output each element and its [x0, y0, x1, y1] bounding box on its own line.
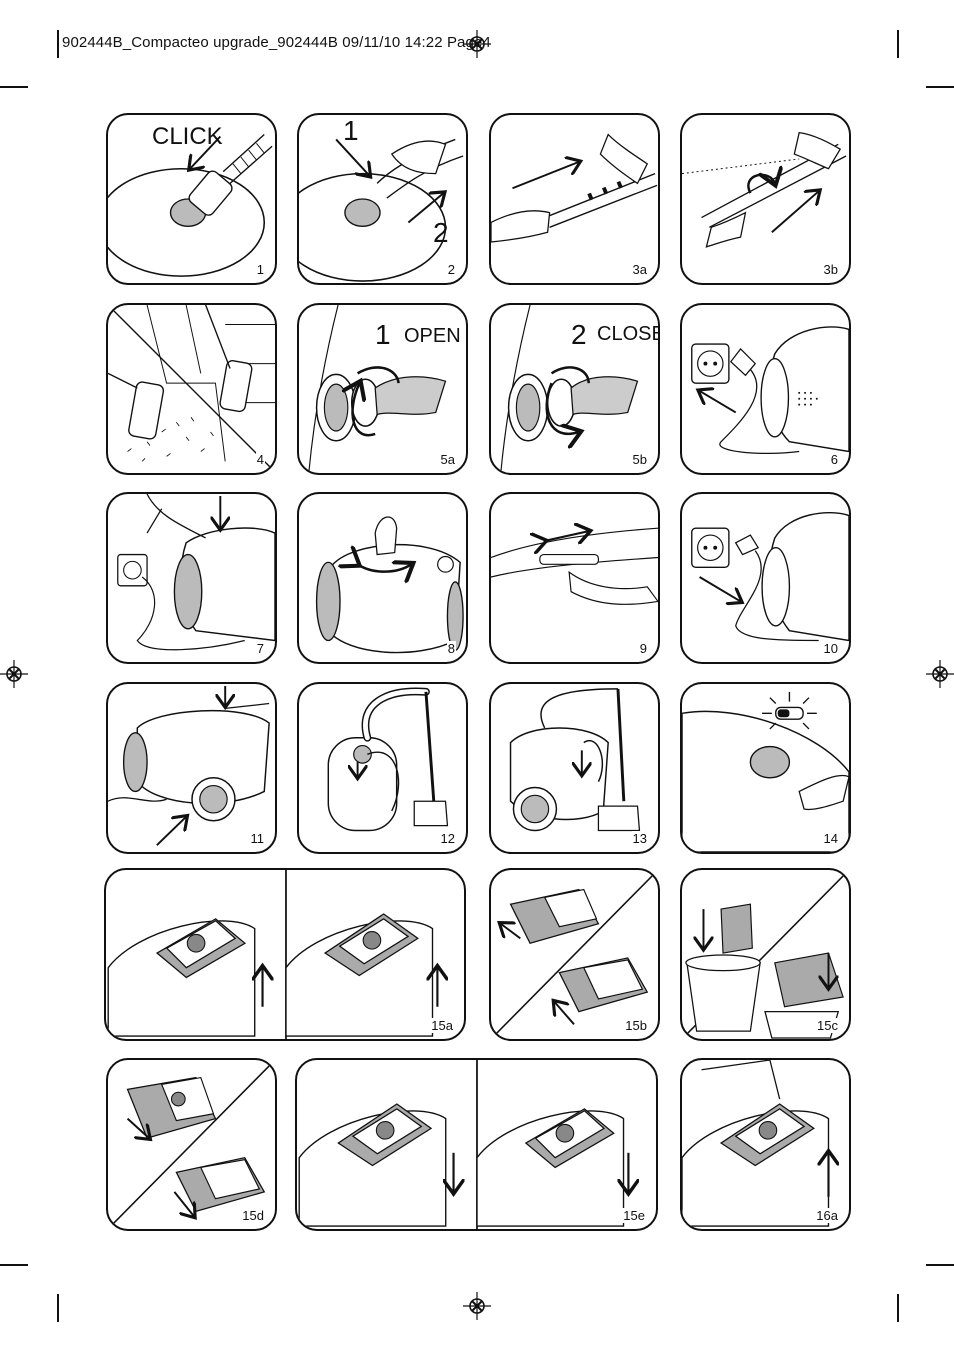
- registration-mark-icon: [463, 1292, 491, 1320]
- bag-full-indicator-illustration: [682, 691, 849, 852]
- cover-close-illustration: [682, 1060, 849, 1227]
- panel-number: 8: [446, 641, 456, 656]
- panel-11: 11: [106, 682, 277, 854]
- panel-number: 1: [255, 262, 265, 277]
- tube-parking-illustration: [509, 688, 641, 832]
- upright-storage-illustration: [327, 687, 449, 832]
- panel-10: 10: [680, 492, 851, 664]
- handle-slider-illustration: [491, 494, 658, 605]
- panel-15c: 15c: [680, 868, 851, 1041]
- close-caption: CLOSE: [597, 323, 660, 345]
- panel-number: 12: [439, 831, 456, 846]
- click-caption: CLICK: [152, 123, 223, 150]
- panel-number: 15a: [430, 1018, 454, 1033]
- panel-number: 3b: [822, 262, 839, 277]
- bag-insert-illustration: [298, 1060, 656, 1229]
- panel-15a: 15a: [104, 868, 466, 1041]
- panel-number: 3a: [631, 262, 648, 277]
- panel-13: 13: [489, 682, 660, 854]
- panel-number: 14: [822, 831, 839, 846]
- panel-number: 9: [638, 641, 648, 656]
- crop-mark-icon: [57, 30, 59, 58]
- cord-rewind-illustration: [108, 685, 270, 846]
- panel-number: 15b: [624, 1018, 648, 1033]
- step-number: 2: [571, 319, 587, 350]
- crop-mark-icon: [897, 30, 899, 58]
- panel-12: 12: [297, 682, 468, 854]
- panel-number: 4: [255, 452, 265, 467]
- registration-mark-icon: [0, 660, 28, 688]
- panel-number: 11: [249, 831, 265, 846]
- foot-switch-on-illustration: [117, 494, 275, 651]
- registration-mark-icon: [463, 30, 491, 58]
- panel-3b: 3b: [680, 113, 851, 285]
- panel-3a: 3a: [489, 113, 660, 285]
- print-slug: 902444B_Compacteo upgrade_902444B 09/11/…: [62, 34, 491, 51]
- bag-removal-illustration: [107, 870, 464, 1039]
- panel-number: 5b: [631, 452, 648, 467]
- telescopic-tube-extend-illustration: [491, 133, 658, 243]
- power-plug-remove-illustration: [691, 511, 849, 642]
- panel-number: 16a: [815, 1208, 839, 1223]
- panel-2: 1 2 2: [297, 113, 468, 285]
- crop-mark-icon: [926, 86, 954, 88]
- power-dial-adjust-illustration: [315, 516, 464, 654]
- panel-7: 7: [106, 492, 277, 664]
- panel-15d: 15d: [106, 1058, 277, 1231]
- panel-5a: 1 OPEN 5a: [297, 303, 468, 475]
- suction-regulator-open-illustration: [308, 305, 447, 473]
- panel-4: 4: [106, 303, 277, 475]
- panel-number: 15d: [241, 1208, 265, 1223]
- panel-number: 15e: [622, 1208, 646, 1223]
- bag-disposal-illustration: [682, 870, 849, 1039]
- panel-number: 13: [631, 831, 648, 846]
- open-caption: OPEN: [404, 325, 461, 347]
- crop-mark-icon: [926, 1264, 954, 1266]
- crop-mark-icon: [57, 1294, 59, 1322]
- telescopic-tube-lock-illustration: [682, 131, 847, 248]
- panel-9: 9: [489, 492, 660, 664]
- step-2-label: 2: [433, 217, 449, 248]
- panel-number: 15c: [816, 1018, 839, 1033]
- panel-1: CLICK 1: [106, 113, 277, 285]
- step-number: 1: [375, 319, 391, 350]
- vacuum-hose-release-illustration: [299, 138, 464, 282]
- panel-5b: 2 CLOSE 5b: [489, 303, 660, 475]
- panel-15e: 15e: [295, 1058, 658, 1231]
- power-plug-insert-illustration: [691, 326, 849, 455]
- crop-mark-icon: [897, 1294, 899, 1322]
- panel-number: 5a: [439, 452, 456, 467]
- panel-8: 8: [297, 492, 468, 664]
- crop-mark-icon: [0, 86, 28, 88]
- floor-nozzle-stairs-illustration: [108, 305, 275, 473]
- panel-number: 10: [822, 641, 839, 656]
- panel-number: 7: [255, 641, 265, 656]
- step-1-label: 1: [343, 115, 359, 146]
- panel-number: 6: [829, 452, 839, 467]
- registration-mark-icon: [926, 660, 954, 688]
- panel-15b: 15b: [489, 868, 660, 1041]
- bag-tab-illustration: [491, 870, 658, 1039]
- new-bag-prepare-illustration: [108, 1060, 275, 1229]
- panel-6: 6: [680, 303, 851, 475]
- panel-14: 14: [680, 682, 851, 854]
- panel-16a: 16a: [680, 1058, 851, 1231]
- crop-mark-icon: [0, 1264, 28, 1266]
- suction-regulator-close-illustration: [500, 305, 639, 473]
- vacuum-hose-connect-illustration: [108, 134, 273, 277]
- panel-number: 2: [446, 262, 456, 277]
